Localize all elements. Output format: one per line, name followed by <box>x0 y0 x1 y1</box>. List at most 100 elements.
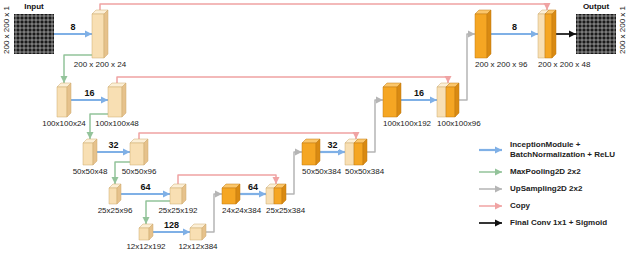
feature-block-shape <box>92 10 108 58</box>
block-face <box>122 83 126 117</box>
dimension-label: 100x100x24 <box>42 119 86 129</box>
block-face <box>144 139 148 165</box>
filter-count-label: 64 <box>247 182 259 192</box>
block-face <box>92 14 104 58</box>
block-face <box>345 143 354 165</box>
feature-block: 100x100x24 <box>57 83 71 117</box>
feature-block: 100x100x192 <box>383 83 401 117</box>
feature-block: 50x50x96 <box>130 139 148 165</box>
filter-count-label: 64 <box>139 182 151 192</box>
legend-row: UpSampling2D 2x2 <box>478 184 636 194</box>
feature-block: 24x24x384 <box>222 184 240 204</box>
block-face <box>302 143 316 165</box>
inception-connector <box>491 33 538 35</box>
block-caption: 12x12x192 <box>126 242 165 252</box>
inception-connector <box>71 99 108 101</box>
feature-block-shape <box>109 184 121 204</box>
legend-text: InceptionModule + BatchNormalization + R… <box>510 140 636 160</box>
inception-connector <box>54 33 92 35</box>
feature-block-shape <box>437 83 459 117</box>
block-face <box>130 143 144 165</box>
block-face <box>67 83 71 117</box>
copy-connector <box>100 4 547 10</box>
dimension-label: 100x100x192 <box>383 119 431 129</box>
dimension-label: 200 x 200 x 24 <box>74 60 126 70</box>
block-face <box>397 83 401 117</box>
dimension-label: 50x50x96 <box>122 167 157 177</box>
image-grid-line <box>52 14 53 54</box>
inception-connector <box>153 231 190 233</box>
block-caption: 100x100x96 <box>437 119 481 129</box>
block-face <box>266 188 274 204</box>
image-dimension: 200 x 200 x 1 <box>2 6 12 54</box>
filter-count-label: 8 <box>511 22 518 32</box>
feature-block: 200 x 200 x 48 <box>538 10 556 58</box>
feature-block: 25x25x192 <box>170 184 186 204</box>
inception-connector <box>240 193 266 195</box>
legend-arrow <box>479 222 502 224</box>
block-face <box>190 228 202 240</box>
legend-arrow <box>479 205 502 207</box>
block-face <box>446 87 455 117</box>
block-face <box>236 184 240 204</box>
block-face <box>149 224 153 240</box>
block-caption: 50x50x384 <box>345 167 384 177</box>
feature-block-shape <box>190 224 206 240</box>
block-face <box>108 87 122 117</box>
feature-block: 50x50x48 <box>83 139 97 165</box>
block-face <box>487 10 491 58</box>
block-caption: 100x100x24 <box>42 119 86 129</box>
upsampling-connector <box>206 194 222 232</box>
image-grid-line <box>614 14 615 54</box>
legend-row: Copy <box>478 201 636 211</box>
inception-connector <box>401 99 437 101</box>
dimension-label: 50x50x48 <box>73 167 108 177</box>
block-caption: 25x25x384 <box>266 206 305 216</box>
dimension-label: 200 x 200 x 96 <box>475 60 527 70</box>
feature-block: 100x100x96 <box>437 83 459 117</box>
image-title: Input <box>14 2 54 12</box>
feature-block-shape <box>383 83 401 117</box>
block-caption: 12x12x384 <box>178 242 217 252</box>
block-caption: 100x100x192 <box>383 119 431 129</box>
block-face <box>455 83 459 117</box>
feature-block-shape <box>130 139 148 165</box>
block-face <box>170 188 182 204</box>
feature-block-shape <box>345 139 367 165</box>
block-caption: 200 x 200 x 96 <box>475 60 527 70</box>
feature-block-shape <box>475 10 491 58</box>
block-caption: 50x50x48 <box>73 167 108 177</box>
feature-block-shape <box>266 184 286 204</box>
feature-block-shape <box>108 83 126 117</box>
feature-block: 12x12x192 <box>139 224 153 240</box>
block-face <box>282 184 286 204</box>
legend-sample <box>478 145 504 155</box>
filter-count-label: 32 <box>107 140 119 150</box>
legend-sample <box>478 218 504 228</box>
block-face <box>383 87 397 117</box>
feature-block: 50x50x384 <box>302 139 320 165</box>
feature-block: 12x12x384 <box>190 224 206 240</box>
dimension-label: 100x100x96 <box>437 119 481 129</box>
image-grid-line <box>14 52 54 53</box>
block-caption: 50x50x384 <box>302 167 341 177</box>
legend-text: Copy <box>510 201 530 211</box>
legend-row: MaxPooling2D 2x2 <box>478 167 636 177</box>
inception-connector <box>121 193 170 195</box>
dimension-label: 50x50x384 <box>302 167 341 177</box>
feature-block: 50x50x384 <box>345 139 367 165</box>
upsampling-connector <box>286 152 302 194</box>
binary-image <box>576 14 616 54</box>
feature-block-shape <box>222 184 240 204</box>
block-face <box>83 143 93 165</box>
block-caption: 24x24x384 <box>222 206 261 216</box>
legend-text: UpSampling2D 2x2 <box>510 184 582 194</box>
image-title: Output <box>576 2 616 12</box>
legend-sample <box>478 201 504 211</box>
copy-connector <box>178 175 276 184</box>
feature-block: 25x25x384 <box>266 184 286 204</box>
legend-row: InceptionModule + BatchNormalization + R… <box>478 140 636 160</box>
upsampling-connector <box>367 100 383 152</box>
block-caption: 200 x 200 x 48 <box>538 60 590 70</box>
block-caption: 100x100x48 <box>95 119 139 129</box>
